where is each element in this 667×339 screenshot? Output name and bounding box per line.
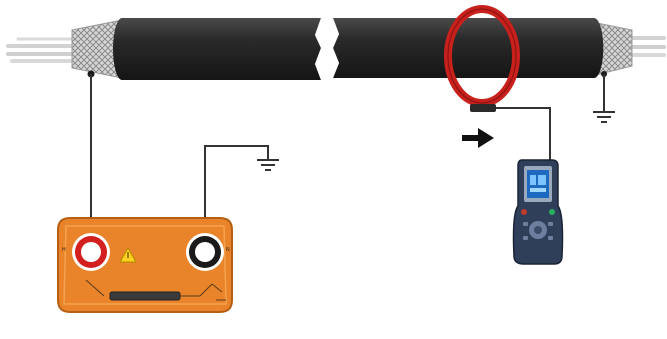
ground-lead-wire — [204, 145, 269, 236]
test-probe-icon — [85, 279, 226, 301]
terminal-n-label: N — [226, 247, 230, 253]
cable-break-line — [314, 17, 324, 81]
cable-jacket-right — [332, 18, 604, 78]
warning-triangle-icon — [119, 246, 137, 263]
right-core-wires — [628, 36, 666, 57]
terminal-h-label: H — [62, 247, 66, 253]
clamp-connector — [470, 104, 496, 112]
terminal-n — [186, 233, 224, 271]
cable-break-line-2 — [330, 17, 340, 79]
ground-symbol-icon — [257, 159, 279, 171]
ground-symbol-icon — [593, 111, 615, 123]
handheld-clamp-meter-icon — [512, 159, 564, 265]
clamp-lead-wire — [496, 107, 551, 164]
cable-jacket-left — [113, 18, 322, 80]
terminal-h — [72, 233, 110, 271]
right-arrow-icon — [462, 128, 494, 148]
left-core-wires — [6, 37, 82, 63]
